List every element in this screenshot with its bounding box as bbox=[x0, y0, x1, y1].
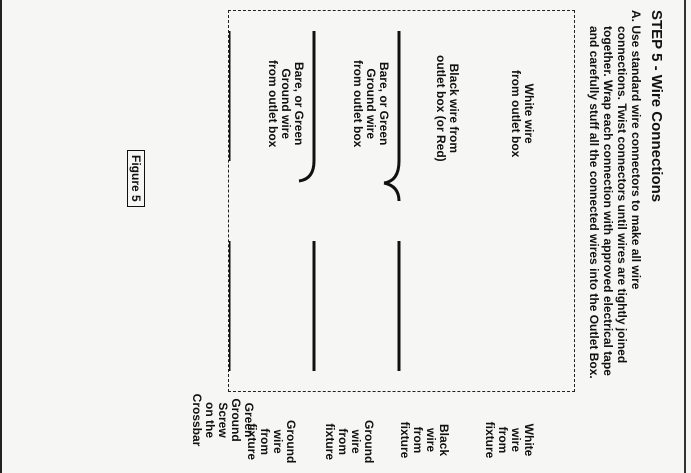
instruction-panel: STEP 5 - Wire Connections A. Use standar… bbox=[15, 0, 675, 463]
wiring-diagram bbox=[227, 31, 401, 371]
page-edge-left bbox=[0, 0, 2, 473]
page-edge-right bbox=[684, 0, 686, 473]
wiring-diagram-box bbox=[227, 10, 575, 392]
